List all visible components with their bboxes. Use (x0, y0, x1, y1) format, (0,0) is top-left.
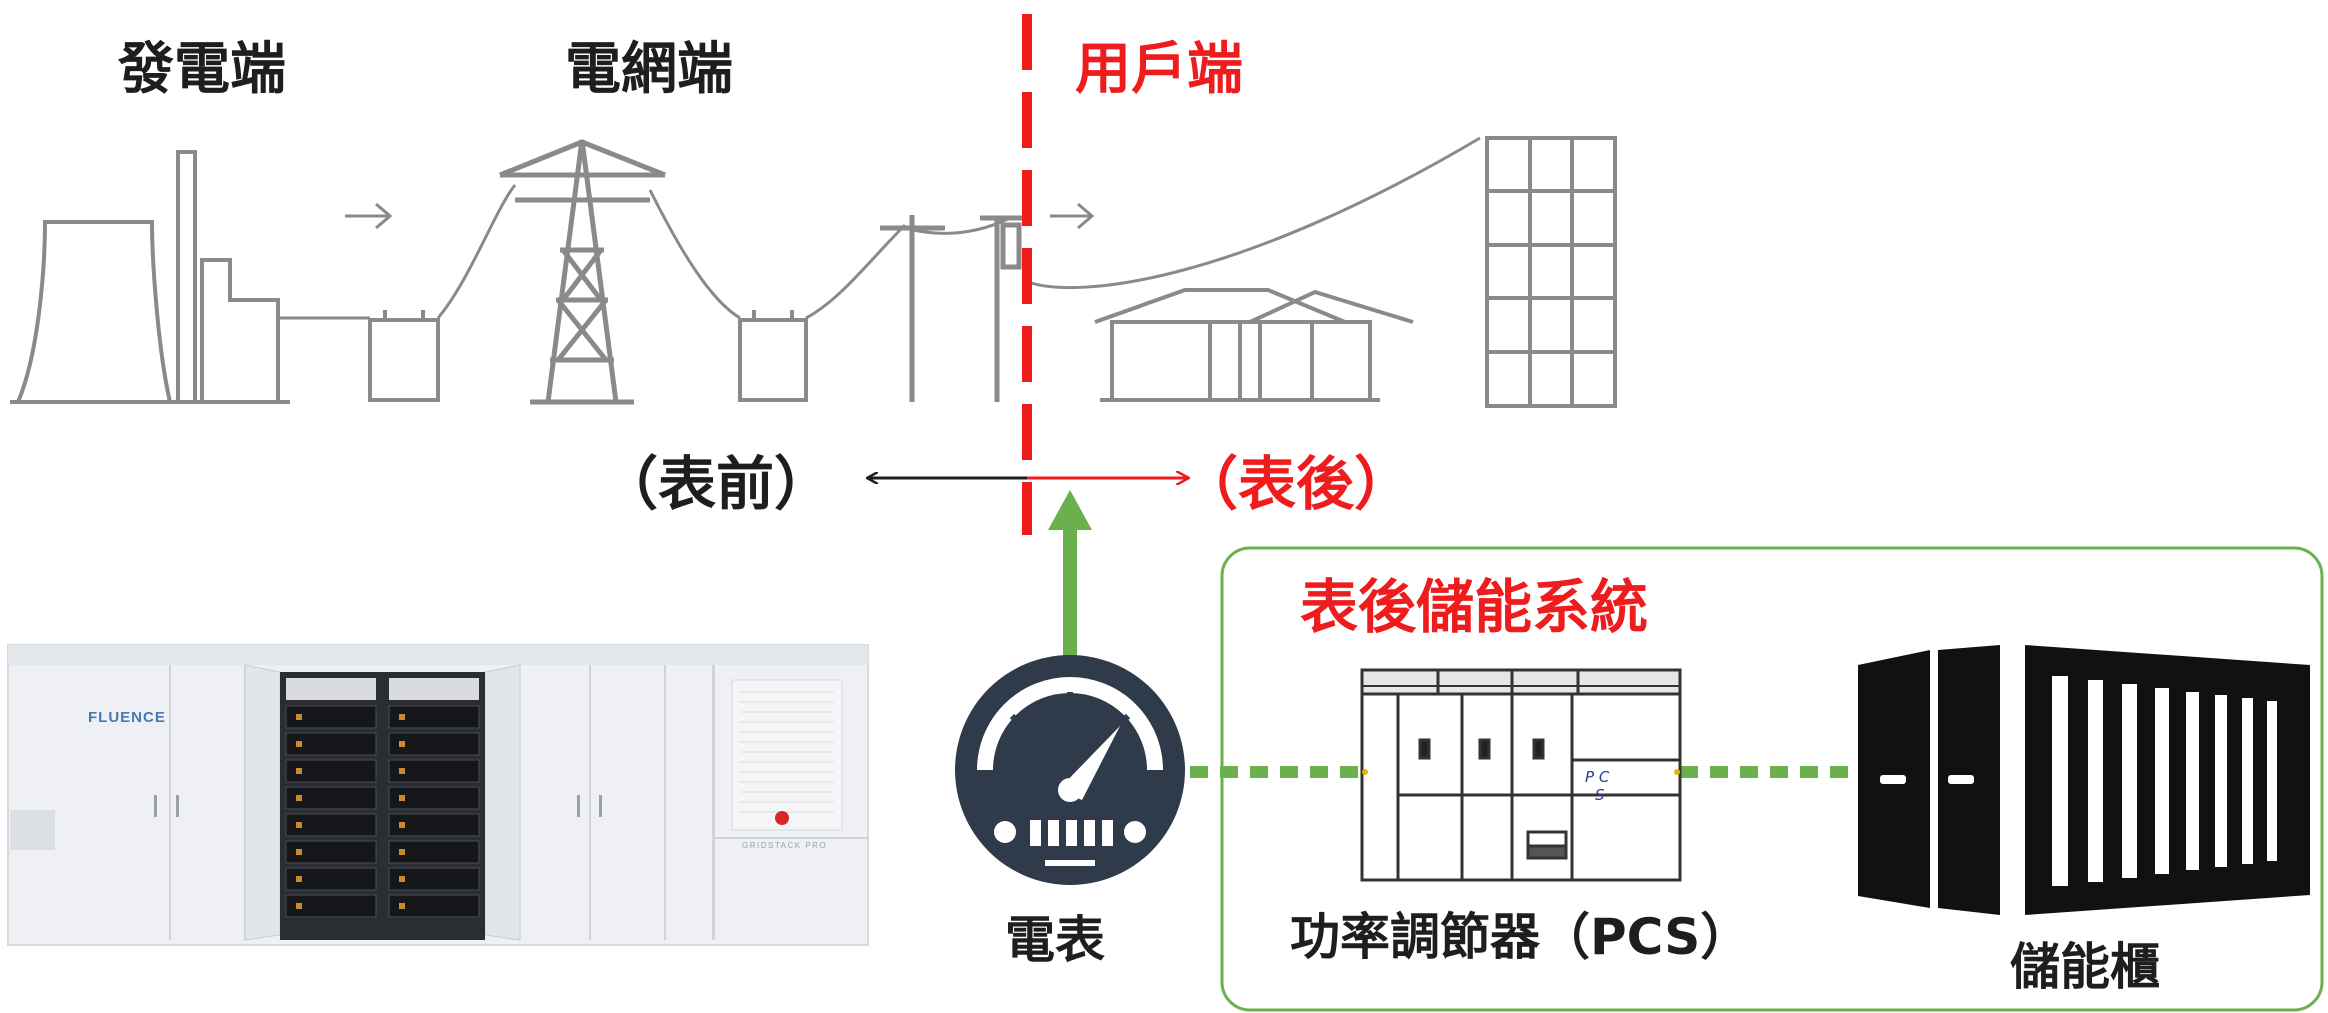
system-box (1220, 546, 2324, 1012)
solar-panel-icon (1485, 136, 1617, 408)
pcs-cabinet-text: P C S (1585, 768, 1614, 804)
house-icon (1094, 288, 1414, 402)
pcs-cabinet-icon (1360, 668, 1682, 882)
service-wire (1027, 136, 1481, 290)
meter-front-label: （表前） (600, 450, 833, 518)
storage-label: 儲能櫃 (2010, 938, 2160, 996)
transformer-icon (368, 310, 440, 402)
system-title: 表後儲能系統 (1300, 573, 1649, 641)
product-model: GRIDSTACK PRO (742, 841, 827, 850)
meter-behind-label: （表後） (1180, 450, 1413, 518)
zone-label-grid: 電網端 (565, 37, 733, 102)
arrow-icon (345, 202, 393, 230)
transformer-icon (738, 310, 808, 402)
storage-cabinet-icon (1858, 645, 2310, 915)
utility-pole-icon (880, 215, 1022, 402)
power-plant-icon (10, 150, 290, 404)
pcs-label: 功率調節器（PCS） (1290, 908, 1751, 966)
zone-label-consumer: 用戶端 (1075, 37, 1243, 102)
brand-logo: FLUENCE (88, 709, 166, 726)
arrow-icon (1050, 202, 1095, 230)
meter-gauge-icon (955, 655, 1185, 885)
battery-container-image (7, 644, 869, 946)
meter-up-arrow (1048, 490, 1092, 670)
transmission-tower-icon (499, 139, 666, 405)
zone-label-generation: 發電端 (118, 37, 286, 102)
meter-label: 電表 (1005, 911, 1105, 969)
